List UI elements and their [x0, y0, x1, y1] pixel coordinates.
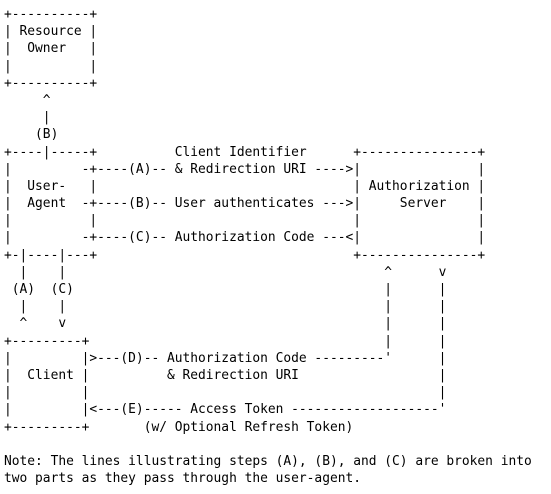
diagram-line: | | | |	[4, 299, 447, 315]
diagram-line: +-|----|---+ +---------------+	[4, 247, 486, 263]
diagram-line: | | | |	[4, 213, 486, 229]
diagram-line: +----|-----+ Client Identifier +--------…	[4, 144, 486, 160]
diagram-note: two parts as they pass through the user-…	[4, 471, 361, 487]
diagram-line: +----------+	[4, 7, 98, 22]
diagram-line: | Resource |	[4, 24, 98, 40]
diagram-line: (A) (C) | |	[4, 282, 447, 297]
diagram-line: | -+----(A)-- & Redirection URI ---->| |	[4, 161, 486, 177]
diagram-line: ^	[4, 92, 51, 108]
diagram-line: | Agent -+----(B)-- User authenticates -…	[4, 196, 486, 212]
diagram-note: Note: The lines illustrating steps (A), …	[4, 453, 532, 469]
diagram-line: | Owner |	[4, 41, 98, 57]
diagram-line: +---------+ (w/ Optional Refresh Token)	[4, 419, 354, 435]
oauth-implicit-flow-diagram: +----------+| Resource || Owner || |+---…	[4, 6, 532, 487]
diagram-line: (B)	[4, 127, 59, 143]
diagram-line: |	[4, 110, 51, 126]
diagram-line: | |	[4, 58, 98, 74]
diagram-line: +----------+	[4, 75, 98, 91]
diagram-line: | Client | & Redirection URI |	[4, 367, 447, 383]
diagram-line: ^ v | |	[4, 316, 447, 332]
diagram-line: | -+----(C)-- Authorization Code ---<| |	[4, 230, 486, 246]
diagram-line: | User- | | Authorization |	[4, 178, 486, 194]
diagram-line: | | ^ v	[4, 264, 447, 280]
diagram-line: | | |	[4, 385, 447, 401]
diagram-line: +---------+ | |	[4, 333, 447, 349]
diagram-line: | |>---(D)-- Authorization Code --------…	[4, 350, 447, 366]
diagram-line: | |<---(E)----- Access Token -----------…	[4, 402, 447, 418]
diagram-line	[4, 436, 532, 453]
